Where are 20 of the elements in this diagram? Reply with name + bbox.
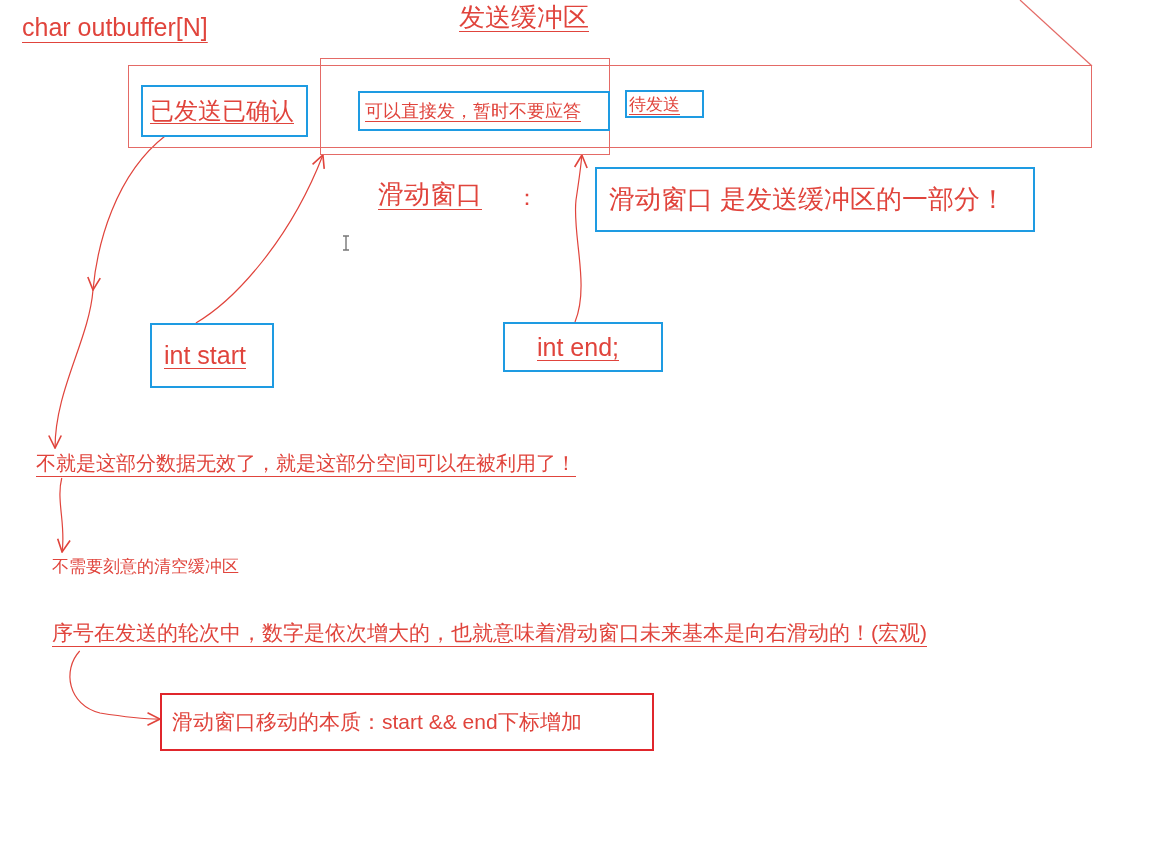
declaration-text: char outbuffer[N] (22, 12, 208, 43)
curved-arrow (195, 154, 325, 324)
curved-arrow (56, 477, 71, 553)
label-box: 可以直接发，暂时不要应答 (358, 91, 610, 131)
note-text: 不需要刻意的清空缓冲区 (52, 552, 292, 580)
variable-box: int end; (503, 322, 663, 372)
note-text: 序号在发送的轮次中，数字是依次增大的，也就意味着滑动窗口未来基本是向右滑动的！(宏观) (52, 615, 1042, 651)
colon-text: ： (516, 184, 538, 212)
curved-arrow (48, 135, 166, 449)
variable-box: int start (150, 323, 274, 388)
curved-arrow (573, 154, 588, 323)
term-text: 滑动窗口 (378, 178, 482, 211)
conclusion-box: 滑动窗口移动的本质：start && end下标增加 (160, 693, 654, 751)
buffer-heading: 发送缓冲区 (459, 1, 589, 34)
curved-arrow (69, 650, 161, 726)
label-box: 待发送 (625, 90, 704, 118)
sliding-window-box (320, 58, 610, 155)
note-box: 滑动窗口 是发送缓冲区的一部分！ (595, 167, 1035, 232)
note-text: 不就是这部分数据无效了，就是这部分空间可以在被利用了！ (36, 448, 596, 478)
label-box: 已发送已确认 (141, 85, 308, 137)
